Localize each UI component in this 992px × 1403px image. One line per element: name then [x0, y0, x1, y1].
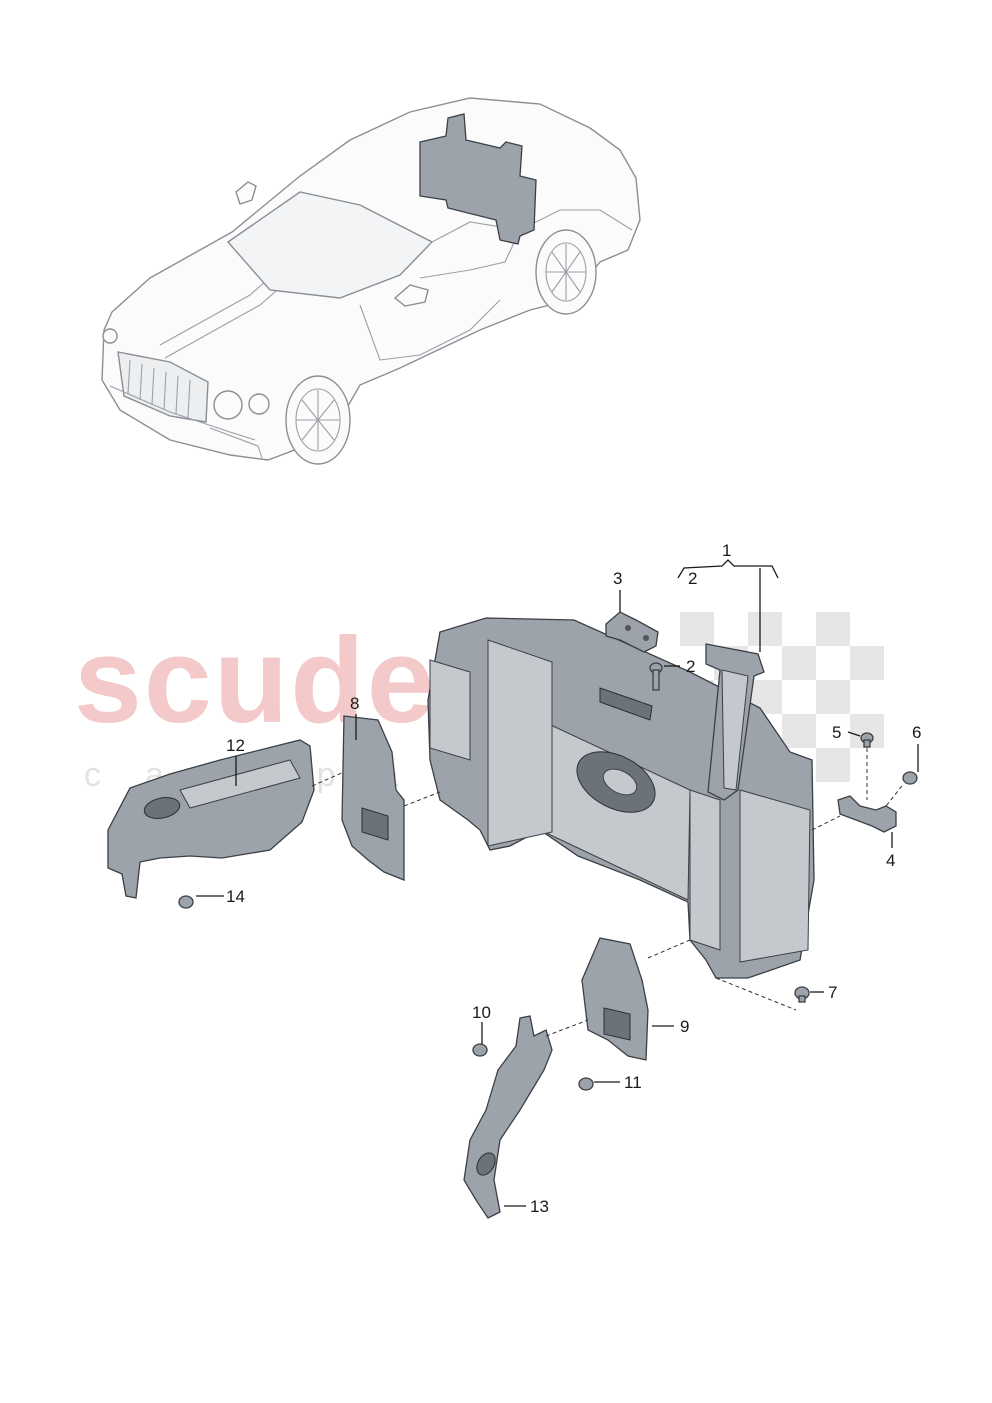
car-highlighted-frame: [419, 113, 537, 245]
callout-4: 4: [886, 851, 895, 870]
callout-13: 13: [530, 1197, 549, 1216]
callout-6: 6: [912, 723, 921, 742]
bracket-part-3: [605, 611, 659, 653]
bolt-part-5: [860, 732, 874, 748]
car-windshield: [226, 191, 434, 299]
nut-part-11: [578, 1077, 594, 1091]
bolt-part-7: [794, 986, 810, 1003]
callout-5: 5: [832, 723, 841, 742]
nut-part-6: [902, 771, 918, 785]
callout-1: 1: [722, 541, 731, 560]
callout-7: 7: [828, 983, 837, 1002]
alignment-lines: [311, 748, 903, 1037]
callout-12: 12: [226, 736, 245, 755]
callout-2-bolt: 2: [686, 657, 695, 676]
callout-14: 14: [226, 887, 245, 906]
callout-3: 3: [613, 569, 622, 588]
leader-lines: [196, 559, 919, 1207]
bolt-part-2: [649, 662, 663, 691]
plate-part-9: [581, 937, 649, 1061]
callout-2-brace: 2: [688, 569, 697, 588]
callout-8: 8: [350, 694, 359, 713]
callout-11: 11: [624, 1073, 642, 1092]
car-grille: [117, 351, 209, 423]
nut-part-10: [472, 1043, 488, 1057]
car-illustration: [101, 97, 641, 465]
callout-10: 10: [472, 1003, 491, 1022]
nut-part-14: [178, 895, 194, 909]
callout-labels: 1 2 3 2 5 6 4 12 8 14 7 10 9 11 13: [226, 541, 921, 1216]
callout-9: 9: [680, 1017, 689, 1036]
bracket-part-4: [837, 795, 897, 833]
